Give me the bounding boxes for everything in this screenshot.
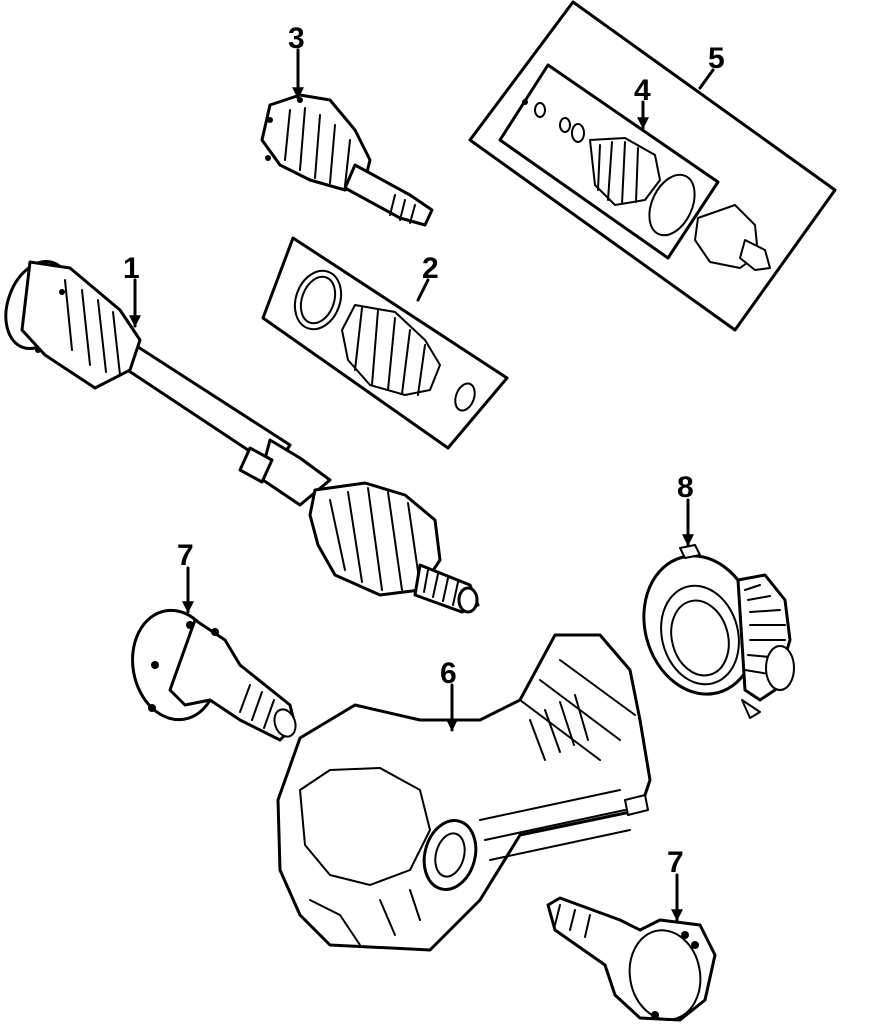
callout-3: 3 [288,22,305,55]
callout-1: 1 [123,252,140,285]
callout-4: 4 [634,74,651,107]
bearing-carrier [642,544,795,719]
callout-7-left: 7 [177,539,194,572]
outer-kit-box [468,0,837,332]
drive-flange-right [546,896,717,1022]
callout-arrows [129,48,715,922]
drive-flange-left [131,608,297,742]
boot-kit-box [261,236,509,450]
boot-kit [261,236,509,450]
outer-cv-joint [260,93,434,227]
inner-joint-kit [468,0,837,332]
callout-5: 5 [708,42,725,75]
inner-kit-box [498,63,720,260]
callout-7-right: 7 [667,846,684,879]
callout-2-leader [416,278,430,302]
differential-housing [276,633,652,952]
callout-2: 2 [422,252,439,285]
axle-shaft-assembly [4,259,480,614]
callout-5-leader [698,68,715,90]
callout-8: 8 [677,471,694,504]
callout-labels: 1 2 3 4 5 6 7 8 7 [123,22,725,879]
callout-6: 6 [440,657,457,690]
